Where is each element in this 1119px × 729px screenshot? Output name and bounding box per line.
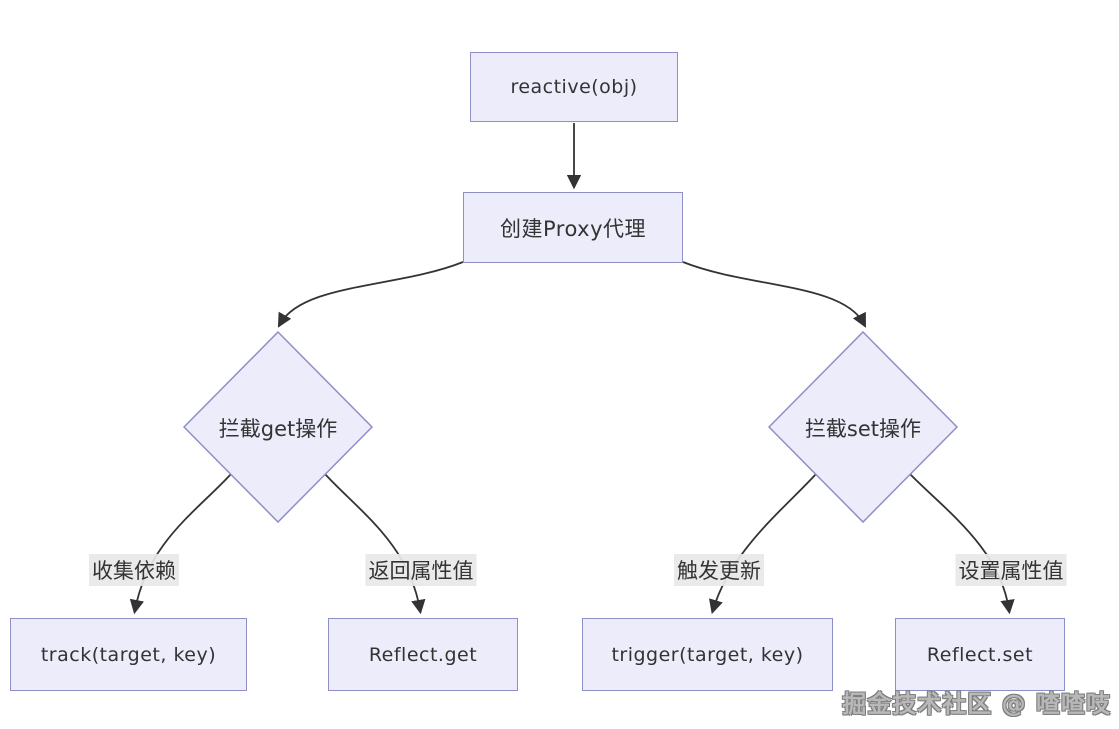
node-track: track(target, key) xyxy=(10,618,247,691)
diamond-intercept-get-label: 拦截get操作 xyxy=(218,417,338,441)
edge-label-trigger-update: 触发更新 xyxy=(674,554,764,586)
node-reflect-get: Reflect.get xyxy=(328,618,518,691)
node-create-proxy: 创建Proxy代理 xyxy=(463,192,683,263)
diamond-intercept-set-label: 拦截set操作 xyxy=(804,417,922,441)
edge-label-collect-deps: 收集依赖 xyxy=(89,554,179,586)
edge-label-set-prop-value: 设置属性值 xyxy=(955,554,1067,586)
node-reflect-set: Reflect.set xyxy=(895,618,1065,691)
arrow-proxy-to-set-diamond xyxy=(682,261,866,328)
arrow-get-to-reflect-get xyxy=(324,473,426,615)
diamond-intercept-set xyxy=(767,330,959,524)
node-trigger: trigger(target, key) xyxy=(582,618,833,691)
arrow-set-to-trigger xyxy=(709,473,817,615)
edge-label-return-prop-value: 返回属性值 xyxy=(365,554,477,586)
watermark: 掘金技术社区 @ 喳喳吱 xyxy=(842,690,1111,718)
node-reactive-obj: reactive(obj) xyxy=(470,52,678,122)
arrow-proxy-to-get-diamond xyxy=(277,261,464,328)
arrow-get-to-track xyxy=(129,473,232,615)
diamond-intercept-get xyxy=(182,330,374,524)
arrow-set-to-reflect-set xyxy=(909,473,1015,615)
